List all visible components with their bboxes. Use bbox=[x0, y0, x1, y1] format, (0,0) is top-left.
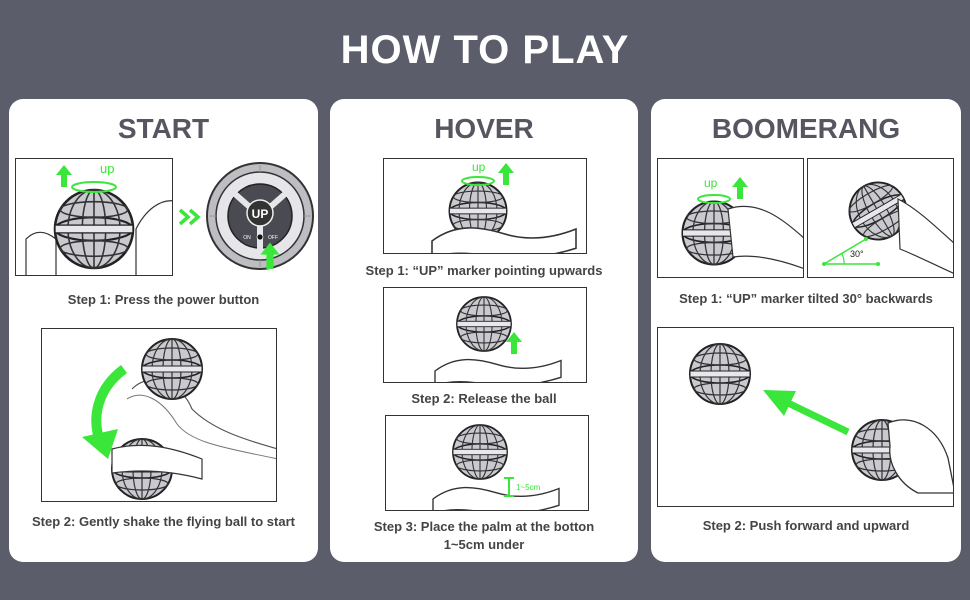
panel-title-boomerang: BOOMERANG bbox=[711, 113, 901, 144]
hand-illustration bbox=[897, 198, 953, 274]
throw-arrow-icon bbox=[784, 398, 850, 436]
hover-step3-caption: Step 3: Place the palm at the botton 1~5… bbox=[330, 518, 638, 554]
palm-distance-illustration: 1~5cm bbox=[432, 424, 560, 510]
switch-on-label: ON bbox=[243, 235, 251, 241]
hover-step2-image bbox=[383, 287, 587, 383]
up-marker-ring bbox=[697, 194, 731, 204]
boomerang-step2-caption: Step 2: Push forward and upward bbox=[702, 518, 910, 533]
angle-label: 30° bbox=[850, 249, 864, 259]
panel-title-start: START bbox=[117, 113, 210, 144]
tilt-illustration: 30° bbox=[822, 171, 953, 274]
panel-title-hover: HOVER bbox=[434, 113, 534, 144]
hold-illustration: up bbox=[681, 176, 803, 269]
up-marker-label: up bbox=[472, 160, 486, 174]
release-illustration bbox=[434, 296, 562, 382]
hover-step3-image: 1~5cm bbox=[385, 415, 589, 511]
hover-step3-caption-line2: 1~5cm under bbox=[443, 537, 525, 552]
hover-step1-image: up bbox=[383, 158, 587, 254]
start-step1-caption: Step 1: Press the power button bbox=[67, 292, 260, 307]
boomerang-step1-caption: Step 1: “UP” marker tilted 30° backwards bbox=[679, 291, 933, 306]
hand-illustration bbox=[431, 227, 577, 253]
boomerang-step1b-image: 30° bbox=[807, 158, 954, 278]
page-title: HOW TO PLAY bbox=[340, 28, 630, 72]
ball-illustration: up bbox=[25, 161, 172, 275]
panel-start: START up UP ON OFF Step 1: Press the pow… bbox=[9, 99, 318, 562]
ball-icon bbox=[53, 188, 135, 270]
ball-icon bbox=[689, 343, 751, 405]
switch-off-label: OFF bbox=[268, 235, 278, 241]
start-step1-image: up bbox=[15, 158, 173, 276]
hover-step1-caption: Step 1: “UP” marker pointing upwards bbox=[365, 263, 603, 278]
up-marker-ring bbox=[71, 181, 117, 193]
power-switch-illustration: UP ON OFF bbox=[206, 162, 314, 270]
hand-illustration bbox=[25, 231, 57, 275]
hover-step2-caption: Step 2: Release the ball bbox=[411, 391, 557, 406]
start-step2-image bbox=[41, 328, 277, 502]
shake-illustration bbox=[82, 338, 276, 500]
hand-illustration bbox=[434, 358, 562, 382]
ball-icon bbox=[456, 296, 512, 352]
hand-illustration bbox=[727, 205, 803, 269]
switch-up-label: UP bbox=[252, 207, 269, 221]
power-button-icon bbox=[256, 233, 264, 241]
up-marker-ring bbox=[461, 176, 495, 186]
hand-illustration bbox=[887, 419, 953, 494]
ball-icon bbox=[141, 338, 203, 400]
boomerang-step1a-image: up bbox=[657, 158, 804, 278]
boomerang-step2-image bbox=[657, 327, 954, 507]
up-arrow-icon bbox=[498, 163, 514, 185]
panel-boomerang: BOOMERANG up 30° Step 1: “UP” marker til… bbox=[651, 99, 961, 562]
distance-label: 1~5cm bbox=[516, 483, 541, 492]
hand-illustration bbox=[111, 444, 203, 480]
start-step2-caption: Step 2: Gently shake the flying ball to … bbox=[32, 514, 295, 529]
throw-illustration bbox=[689, 343, 953, 494]
ball-icon bbox=[452, 424, 508, 480]
hover-step3-caption-line1: Step 3: Place the palm at the botton bbox=[373, 519, 595, 534]
up-arrow-icon bbox=[56, 165, 72, 187]
double-chevron-right-icon bbox=[178, 208, 201, 226]
up-marker-label: up bbox=[100, 161, 114, 176]
panel-hover: HOVER up Step 1: “UP” marker pointing up… bbox=[330, 99, 638, 562]
up-arrow-icon bbox=[732, 177, 748, 199]
up-marker-label: up bbox=[704, 176, 718, 190]
hold-illustration: up bbox=[431, 160, 577, 253]
